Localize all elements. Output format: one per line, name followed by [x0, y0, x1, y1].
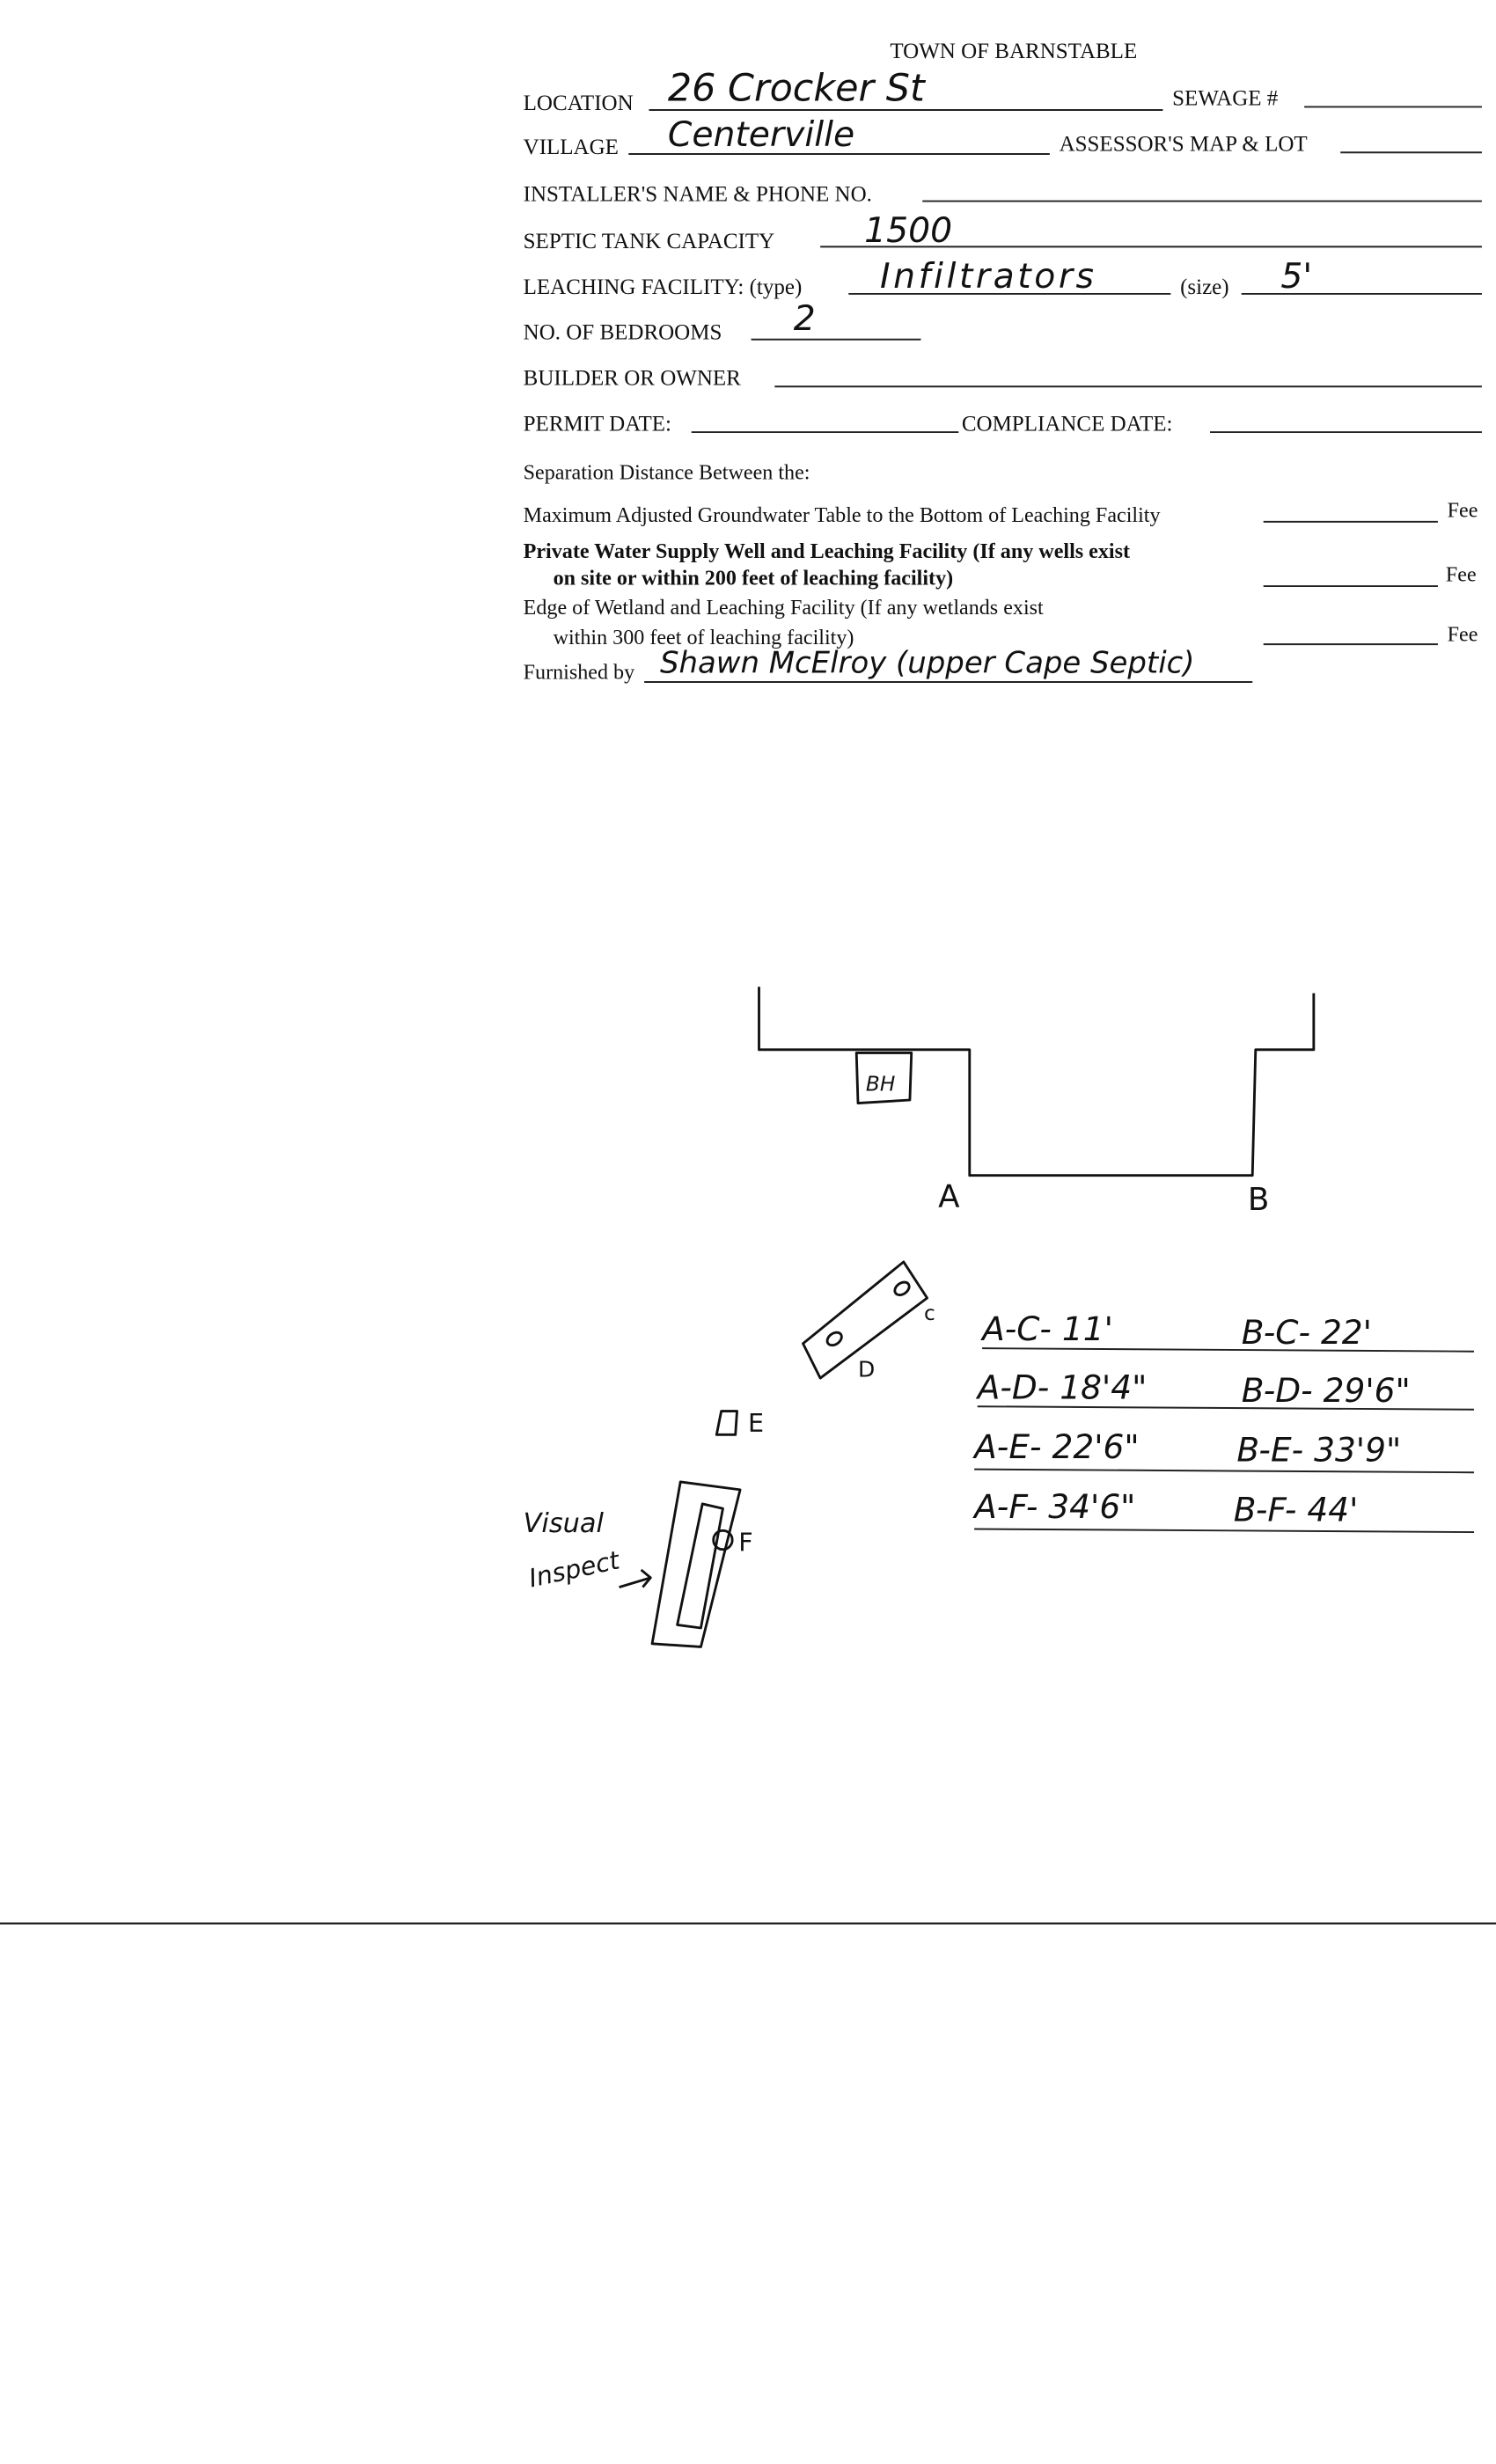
wetland-label-line1: Edge of Wetland and Leaching Facility (I… — [524, 597, 1044, 620]
measurement-row-line — [974, 1468, 1475, 1474]
bulkhead-label: BH — [866, 1072, 895, 1096]
installer-label: INSTALLER'S NAME & PHONE NO. — [524, 183, 872, 207]
arrow-icon — [619, 1568, 652, 1588]
location-label: LOCATION — [524, 92, 634, 115]
measurement-a: A-C- 11' — [980, 1309, 1113, 1348]
compliance-date-label: COMPLIANCE DATE: — [962, 412, 1173, 436]
measurement-a: A-E- 22'6" — [972, 1427, 1139, 1466]
village-label: VILLAGE — [524, 136, 619, 159]
form-title: TOWN OF BARNSTABLE — [890, 40, 1137, 63]
point-f-label: F — [738, 1528, 752, 1558]
groundwater-unit: Fee — [1448, 500, 1478, 523]
measurement-row-line — [982, 1347, 1475, 1353]
visual-inspect-line1: Visual — [524, 1508, 605, 1539]
bedrooms-value: 2 — [794, 299, 816, 339]
measurement-row-line — [974, 1528, 1475, 1534]
point-f-circle — [712, 1529, 734, 1551]
point-e-box — [715, 1410, 738, 1436]
village-value: Centerville — [668, 115, 854, 155]
leaching-value: Infiltrators — [880, 257, 1097, 297]
measurement-a: A-D- 18'4" — [976, 1368, 1148, 1406]
groundwater-label: Maximum Adjusted Groundwater Table to th… — [524, 504, 1161, 527]
furnished-by-signature: Shawn McElroy (upper Cape Septic) — [660, 645, 1195, 679]
measurement-row-line — [977, 1405, 1475, 1411]
sewage-label: SEWAGE # — [1172, 87, 1279, 111]
measurement-a: A-F- 34'6" — [972, 1487, 1135, 1526]
tank-inlet-circle — [893, 1280, 911, 1296]
leaching-field-inner — [676, 1502, 724, 1630]
leaching-field-outer — [650, 1480, 742, 1648]
measurement-b: B-D- 29'6" — [1242, 1371, 1411, 1410]
well-label-line1: Private Water Supply Well and Leaching F… — [524, 540, 1130, 563]
house-outline — [758, 986, 1316, 1177]
measurement-b: B-C- 22' — [1242, 1313, 1372, 1352]
leaching-label: LEACHING FACILITY: (type) — [524, 275, 803, 299]
point-d-label: D — [858, 1356, 875, 1382]
septic-value: 1500 — [864, 211, 952, 251]
bedrooms-label: NO. OF BEDROOMS — [524, 321, 722, 345]
measurement-b: B-E- 33'9" — [1236, 1431, 1401, 1470]
wetland-unit: Fee — [1448, 624, 1478, 647]
separation-heading: Separation Distance Between the: — [524, 462, 810, 485]
measurement-b: B-F- 44' — [1234, 1491, 1359, 1529]
size-label: (size) — [1180, 275, 1229, 299]
well-unit: Fee — [1446, 564, 1477, 587]
point-c-label: c — [924, 1302, 935, 1325]
permit-date-label: PERMIT DATE: — [524, 412, 671, 436]
point-a-label: A — [938, 1178, 960, 1214]
furnished-by-label: Furnished by — [524, 661, 635, 684]
location-value: 26 Crocker St — [668, 66, 927, 110]
well-label-line2: on site or within 200 feet of leaching f… — [554, 567, 954, 590]
tank-outlet-circle — [825, 1331, 843, 1347]
measurements-table: A-C- 11' B-C- 22' A-D- 18'4" B-D- 29'6" … — [972, 1309, 1475, 1534]
septic-tank-shape — [802, 1260, 928, 1380]
assessor-label: ASSESSOR'S MAP & LOT — [1060, 132, 1308, 156]
builder-label: BUILDER OR OWNER — [524, 367, 742, 391]
size-value: 5' — [1280, 257, 1312, 297]
wetland-label-line2: within 300 feet of leaching facility) — [554, 627, 854, 649]
point-b-label: B — [1248, 1182, 1269, 1218]
point-e-label: E — [748, 1408, 764, 1438]
bulkhead-box — [854, 1052, 913, 1104]
septic-label: SEPTIC TANK CAPACITY — [524, 230, 775, 253]
